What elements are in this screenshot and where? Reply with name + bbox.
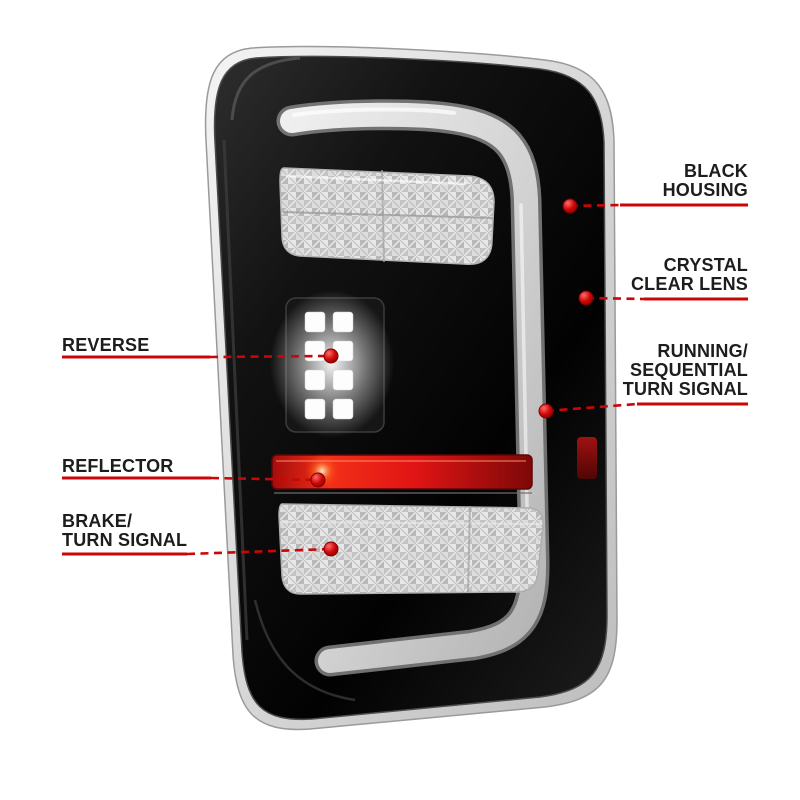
callout-crystal-clear-lens-label-2: CLEAR LENS xyxy=(630,274,748,294)
callout-reverse: REVERSE xyxy=(62,336,149,355)
bottom-lens xyxy=(278,503,544,595)
leader-line-crystal-clear-lens xyxy=(585,296,645,301)
housing-highlight-bottom xyxy=(253,599,356,702)
callout-dots xyxy=(310,198,594,557)
callout-dot-brake-turn-signal xyxy=(323,541,339,557)
reverse-led-section xyxy=(270,290,394,438)
callout-dot-running-sequential-turn-signal xyxy=(538,403,554,419)
callout-lines xyxy=(62,203,748,556)
callout-reverse-label: REVERSE xyxy=(62,335,150,355)
callout-running-sequential-turn-signal-label-3: TURN SIGNAL xyxy=(622,379,748,399)
callout-black-housing-label-1: BLACK xyxy=(684,161,748,181)
callout-brake-turn-signal: BRAKE/ TURN SIGNAL xyxy=(62,512,187,550)
callout-dot-crystal-clear-lens xyxy=(578,290,594,306)
callout-dot-reverse xyxy=(323,348,339,364)
callout-crystal-clear-lens: CRYSTAL CLEAR LENS xyxy=(631,256,748,294)
callout-running-sequential-turn-signal-label-1: RUNNING/ xyxy=(657,341,748,361)
callout-crystal-clear-lens-label-1: CRYSTAL xyxy=(663,255,748,275)
leader-line-reflector xyxy=(210,476,319,482)
callout-brake-turn-signal-label-2: TURN SIGNAL xyxy=(62,530,188,550)
leader-line-running-sequential-turn-signal xyxy=(545,402,638,413)
tail-light-image xyxy=(204,45,618,731)
callout-running-sequential-turn-signal: RUNNING/ SEQUENTIAL TURN SIGNAL xyxy=(623,342,748,399)
callout-reflector: REFLECTOR xyxy=(62,457,173,476)
leader-line-black-housing xyxy=(569,203,621,208)
light-bar-tube xyxy=(276,99,550,677)
housing-highlight-left xyxy=(222,139,249,641)
top-lens xyxy=(279,167,495,266)
callout-reflector-label: REFLECTOR xyxy=(62,456,174,476)
callout-brake-turn-signal-label-1: BRAKE/ xyxy=(62,511,133,531)
side-reflector xyxy=(577,437,597,479)
housing-highlight-top xyxy=(230,56,301,121)
callout-running-sequential-turn-signal-label-2: SEQUENTIAL xyxy=(629,360,748,380)
leader-line-reverse xyxy=(209,354,332,359)
callout-dot-reflector xyxy=(310,472,326,488)
reflector-bar xyxy=(271,454,533,494)
callout-black-housing-label-2: HOUSING xyxy=(662,180,748,200)
callout-dot-black-housing xyxy=(562,198,578,214)
leader-line-brake-turn-signal xyxy=(186,547,332,556)
callout-black-housing: BLACK HOUSING xyxy=(663,162,748,200)
